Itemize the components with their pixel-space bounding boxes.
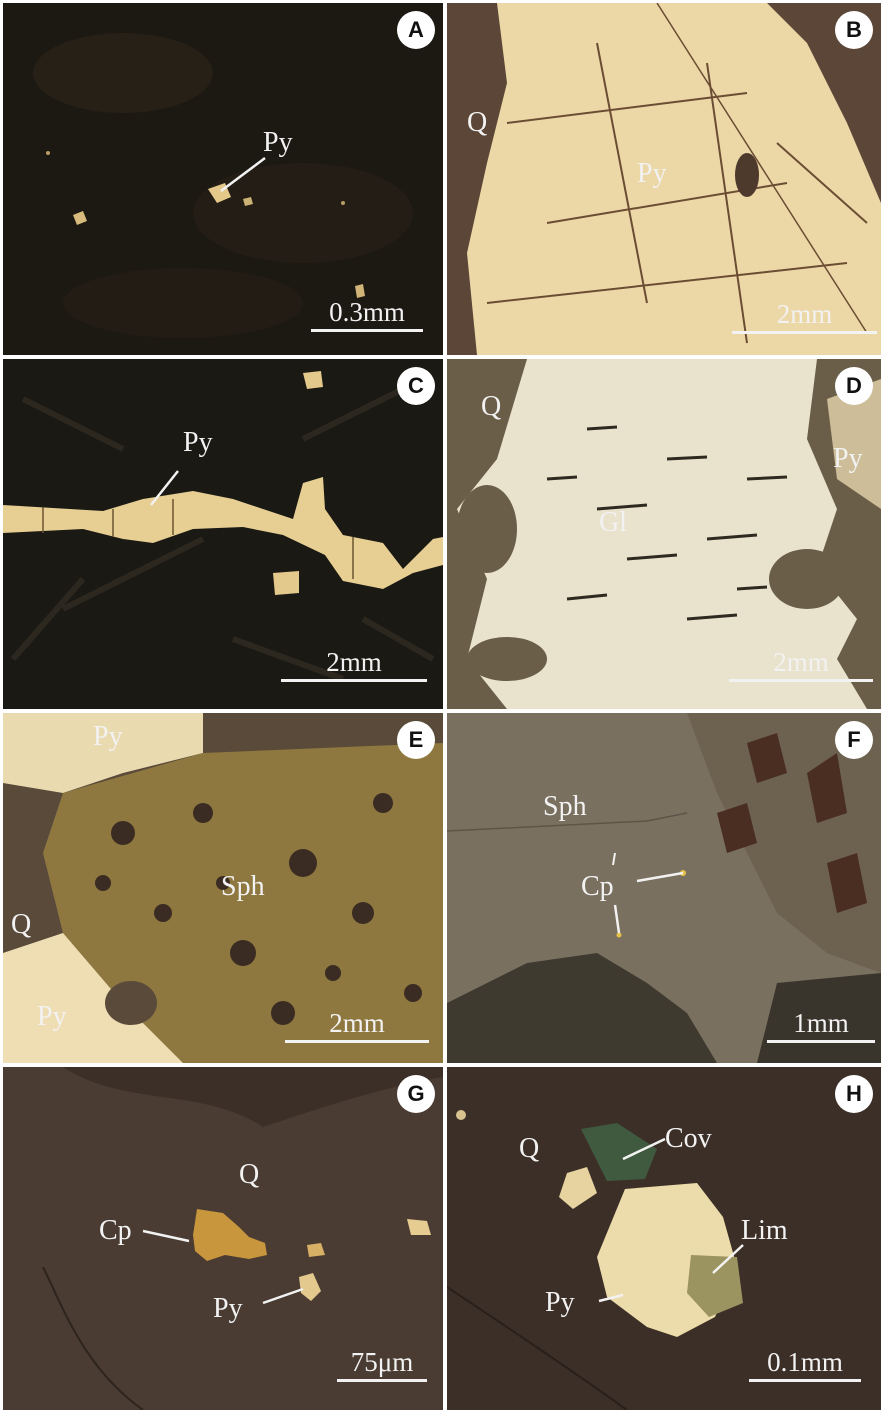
panel-b-letter-badge: B (835, 11, 873, 49)
panel-e-label-q: Q (11, 909, 32, 940)
panel-g-micrograph (3, 1067, 443, 1410)
panel-h-scale-bar: 0.1mm (749, 1349, 861, 1382)
panel-g-label-q: Q (239, 1159, 260, 1190)
panel-h-label-py: Py (545, 1287, 575, 1318)
panel-e-micrograph (3, 713, 443, 1063)
panel-f-scale-text: 1mm (793, 1008, 849, 1038)
panel-g-label-py: Py (213, 1293, 243, 1324)
panel-e-label-sph: Sph (221, 871, 265, 902)
panel-h-label-q: Q (519, 1133, 540, 1164)
panel-f-label-sph: Sph (543, 791, 587, 822)
panel-g-scale-text: 75μm (350, 1347, 414, 1377)
panel-e-scale-bar: 2mm (285, 1010, 429, 1043)
panel-d-scale-line (729, 679, 873, 682)
panel-b-label-q: Q (467, 107, 488, 138)
panel-b-label-py: Py (637, 158, 667, 189)
panel-c-micrograph (3, 359, 443, 709)
panel-g-scale-line (337, 1379, 427, 1382)
panel-b-scale-text: 2mm (776, 299, 833, 329)
panel-g-label-cp: Cp (99, 1215, 132, 1246)
panel-c-scale-bar: 2mm (281, 649, 427, 682)
panel-g-scale-bar: 75μm (337, 1349, 427, 1382)
panel-e-letter-badge: E (397, 721, 435, 759)
panel-c-scale-text: 2mm (326, 647, 382, 677)
panel-f-scale-bar: 1mm (767, 1010, 875, 1043)
panel-h-label-cov: Cov (665, 1123, 712, 1154)
panel-c-label-py: Py (183, 427, 213, 458)
panel-e-label-py-top: Py (93, 721, 123, 752)
panel-e-scale-text: 2mm (329, 1008, 385, 1038)
panel-a-letter-badge: A (397, 11, 435, 49)
panel-h-label-lim: Lim (741, 1215, 788, 1246)
panel-a-scale-bar: 0.3mm (311, 299, 423, 332)
panel-d-label-gl: Gl (599, 507, 627, 538)
panel-d-label-py: Py (833, 443, 863, 474)
panel-g: Q Cp Py 75μm G (3, 1067, 443, 1410)
panel-e-scale-line (285, 1040, 429, 1043)
panel-d-scale-text: 2mm (773, 647, 829, 677)
panel-b-micrograph (447, 3, 881, 355)
panel-c: Py 2mm C (3, 359, 443, 709)
panel-h-letter-badge: H (835, 1075, 873, 1113)
panel-d-scale-bar: 2mm (729, 649, 873, 682)
panel-h-scale-line (749, 1379, 861, 1382)
panel-a: Py 0.3mm A (3, 3, 443, 355)
panel-b-scale-bar: 2mm (732, 301, 877, 334)
panel-d-label-q: Q (481, 391, 502, 422)
panel-d-letter-badge: D (835, 367, 873, 405)
panel-a-scale-text: 0.3mm (329, 297, 405, 327)
panel-d-micrograph (447, 359, 881, 709)
panel-f-label-cp: Cp (581, 871, 614, 902)
panel-h-micrograph (447, 1067, 881, 1410)
panel-f-micrograph (447, 713, 881, 1063)
panel-h: Q Cov Lim Py 0.1mm H (447, 1067, 881, 1410)
panel-a-scale-line (311, 329, 423, 332)
panel-c-letter-badge: C (397, 367, 435, 405)
panel-f-letter-badge: F (835, 721, 873, 759)
panel-e: Py Sph Q Py 2mm E (3, 713, 443, 1063)
panel-e-label-py-bottom: Py (37, 1001, 67, 1032)
panel-h-scale-text: 0.1mm (767, 1347, 843, 1377)
panel-d: Q Gl Py 2mm D (447, 359, 881, 709)
panel-c-scale-line (281, 679, 427, 682)
panel-f: Sph Cp 1mm F (447, 713, 881, 1063)
panel-b: Q Py 2mm B (447, 3, 881, 355)
panel-g-letter-badge: G (397, 1075, 435, 1113)
panel-a-label-py: Py (263, 127, 293, 158)
panel-b-scale-line (732, 331, 877, 334)
panel-f-scale-line (767, 1040, 875, 1043)
